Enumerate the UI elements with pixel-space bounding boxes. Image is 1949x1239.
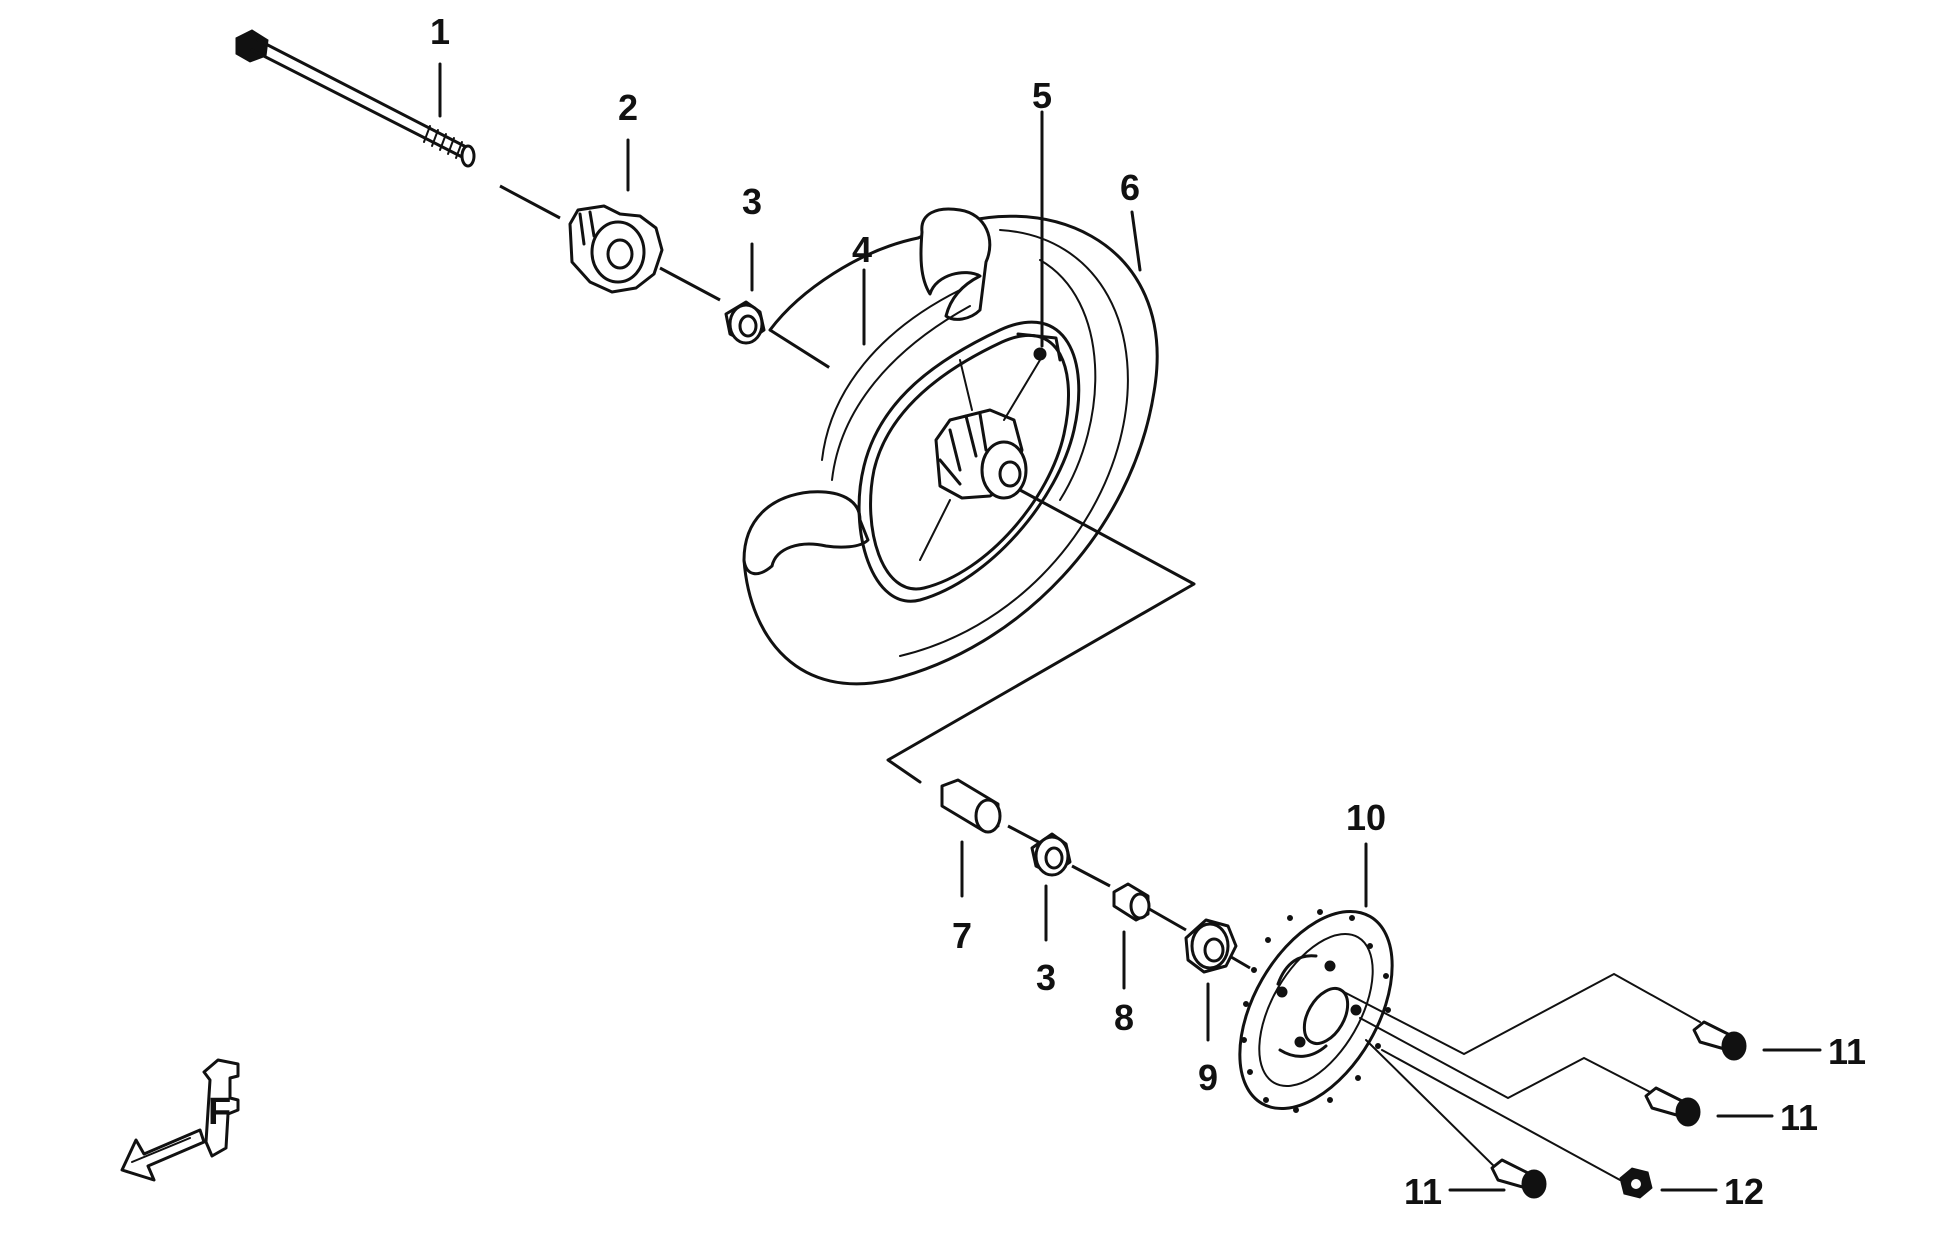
callout-leaders [438, 62, 1822, 1192]
axle-nut [1619, 1167, 1653, 1199]
assembly-axis-lower-2 [1071, 864, 1111, 888]
assembly-axis-upper-2 [659, 266, 721, 302]
callout-1: 1 [430, 11, 450, 52]
wheel-bearing-lower [1030, 832, 1072, 877]
oil-seal [1184, 918, 1238, 974]
assembly-axis-lower-3 [1143, 904, 1187, 932]
callout-labels: 1 2 3 4 5 6 7 3 8 9 10 11 11 11 12 [430, 11, 1866, 1212]
explode-guide-line [886, 488, 1196, 784]
front-direction-marker: F [120, 1058, 240, 1182]
assembly-axis-upper [499, 184, 561, 220]
brake-disc [1238, 909, 1394, 1113]
callout-9: 9 [1198, 1057, 1218, 1098]
callout-3-upper: 3 [742, 181, 762, 222]
assembly-axis-upper-3 [769, 328, 831, 370]
callout-6: 6 [1120, 167, 1140, 208]
disc-bolt-1 [1692, 1020, 1747, 1061]
front-wheel-assembly [742, 207, 1159, 686]
front-marker-letter: F [208, 1091, 231, 1133]
bolt-guide-3 [1365, 1039, 1503, 1175]
bolt-guide-1 [1339, 972, 1701, 1056]
speedometer-gearbox [568, 204, 664, 294]
disc-bolt-3 [1490, 1158, 1547, 1199]
disc-bolt-2 [1644, 1086, 1701, 1127]
callout-4: 4 [852, 229, 872, 270]
wheel-bearing-upper [724, 300, 766, 345]
inner-collar [1112, 882, 1151, 922]
bolt-guide-2 [1359, 1017, 1651, 1100]
callout-2: 2 [618, 87, 638, 128]
nut-guide [1381, 1049, 1621, 1181]
distance-collar [940, 778, 1002, 834]
callout-10: 10 [1346, 797, 1386, 838]
callout-3-lower: 3 [1036, 957, 1056, 998]
callout-5: 5 [1032, 75, 1052, 116]
callout-7: 7 [952, 915, 972, 956]
disc-holes [1241, 909, 1391, 1113]
axle-bolt [235, 29, 476, 168]
callout-11-c: 11 [1404, 1171, 1442, 1212]
callout-11-b: 11 [1780, 1097, 1818, 1138]
callout-11-a: 11 [1828, 1031, 1866, 1072]
callout-12: 12 [1724, 1171, 1764, 1212]
callout-8: 8 [1114, 997, 1134, 1038]
